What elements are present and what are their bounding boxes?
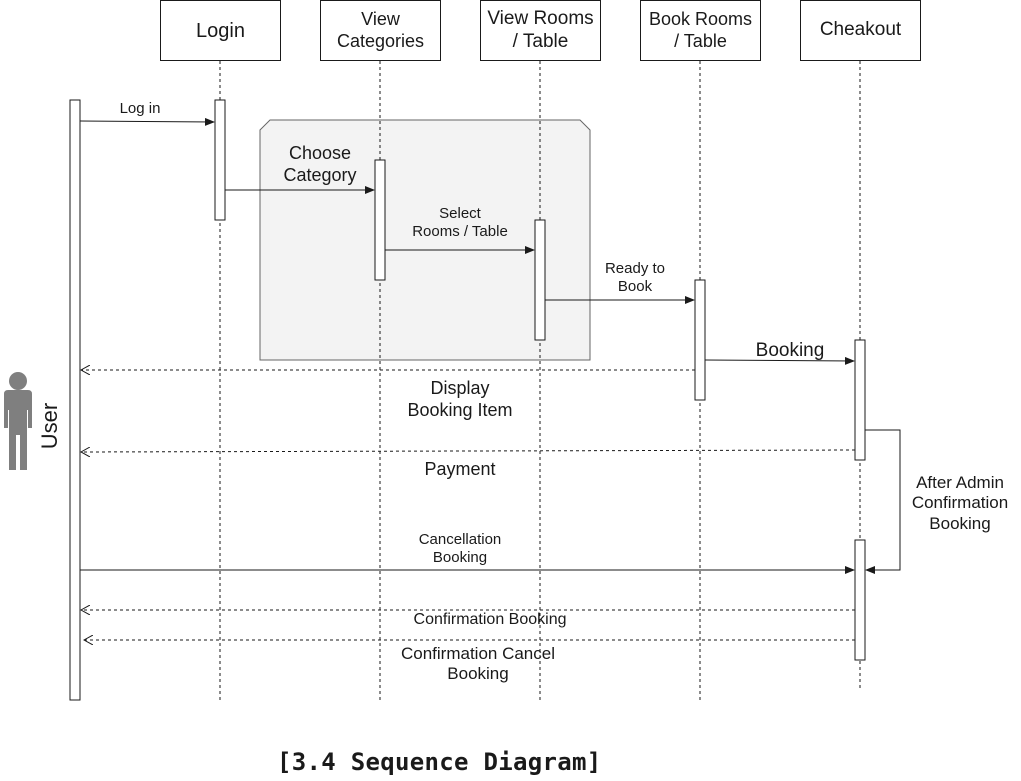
msg-select-rooms-label: Select Rooms / Table (412, 205, 508, 240)
participant-book-rooms: Book Rooms / Table (640, 0, 761, 61)
msg-booking-arrow (704, 356, 855, 365)
activation-book-rooms (694, 279, 706, 401)
msg-after-admin-confirmation-label: After Admin Confirmation Booking (911, 473, 1009, 533)
msg-log-in-label: Log in (119, 100, 161, 117)
msg-confirmation-booking-label: Confirmation Booking (413, 611, 567, 628)
activation-login (214, 99, 226, 221)
diagram-caption: [3.4 Sequence Diagram] (277, 748, 602, 776)
msg-confirmation-cancel-booking-label: Confirmation Cancel Booking (400, 644, 555, 684)
participant-login: Login (160, 0, 281, 61)
activation-view-categories (374, 159, 386, 281)
msg-cancellation-booking-label: Cancellation Booking (418, 531, 502, 566)
msg-booking-label: Booking (755, 340, 825, 361)
person-icon (4, 372, 32, 470)
actor-user-label: User (37, 402, 62, 450)
msg-choose-category-label: Choose Category (283, 143, 357, 185)
activation-user (69, 99, 81, 701)
activation-checkout-2 (854, 539, 866, 661)
activation-checkout-1 (854, 339, 866, 461)
msg-self-confirmation-arrow (865, 429, 901, 574)
participant-checkout: Cheakout (800, 0, 921, 61)
msg-ready-to-book-label: Ready to Book (604, 260, 666, 295)
msg-payment-label: Payment (424, 459, 496, 479)
fragment-frame (259, 119, 591, 361)
msg-log-in-arrow (79, 117, 215, 126)
activation-view-rooms (534, 219, 546, 341)
msg-payment-return (81, 450, 856, 452)
msg-display-booking-item-label: Display Booking Item (407, 378, 513, 420)
participant-view-categories: View Categories (320, 0, 441, 61)
participant-view-rooms: View Rooms / Table (480, 0, 601, 61)
